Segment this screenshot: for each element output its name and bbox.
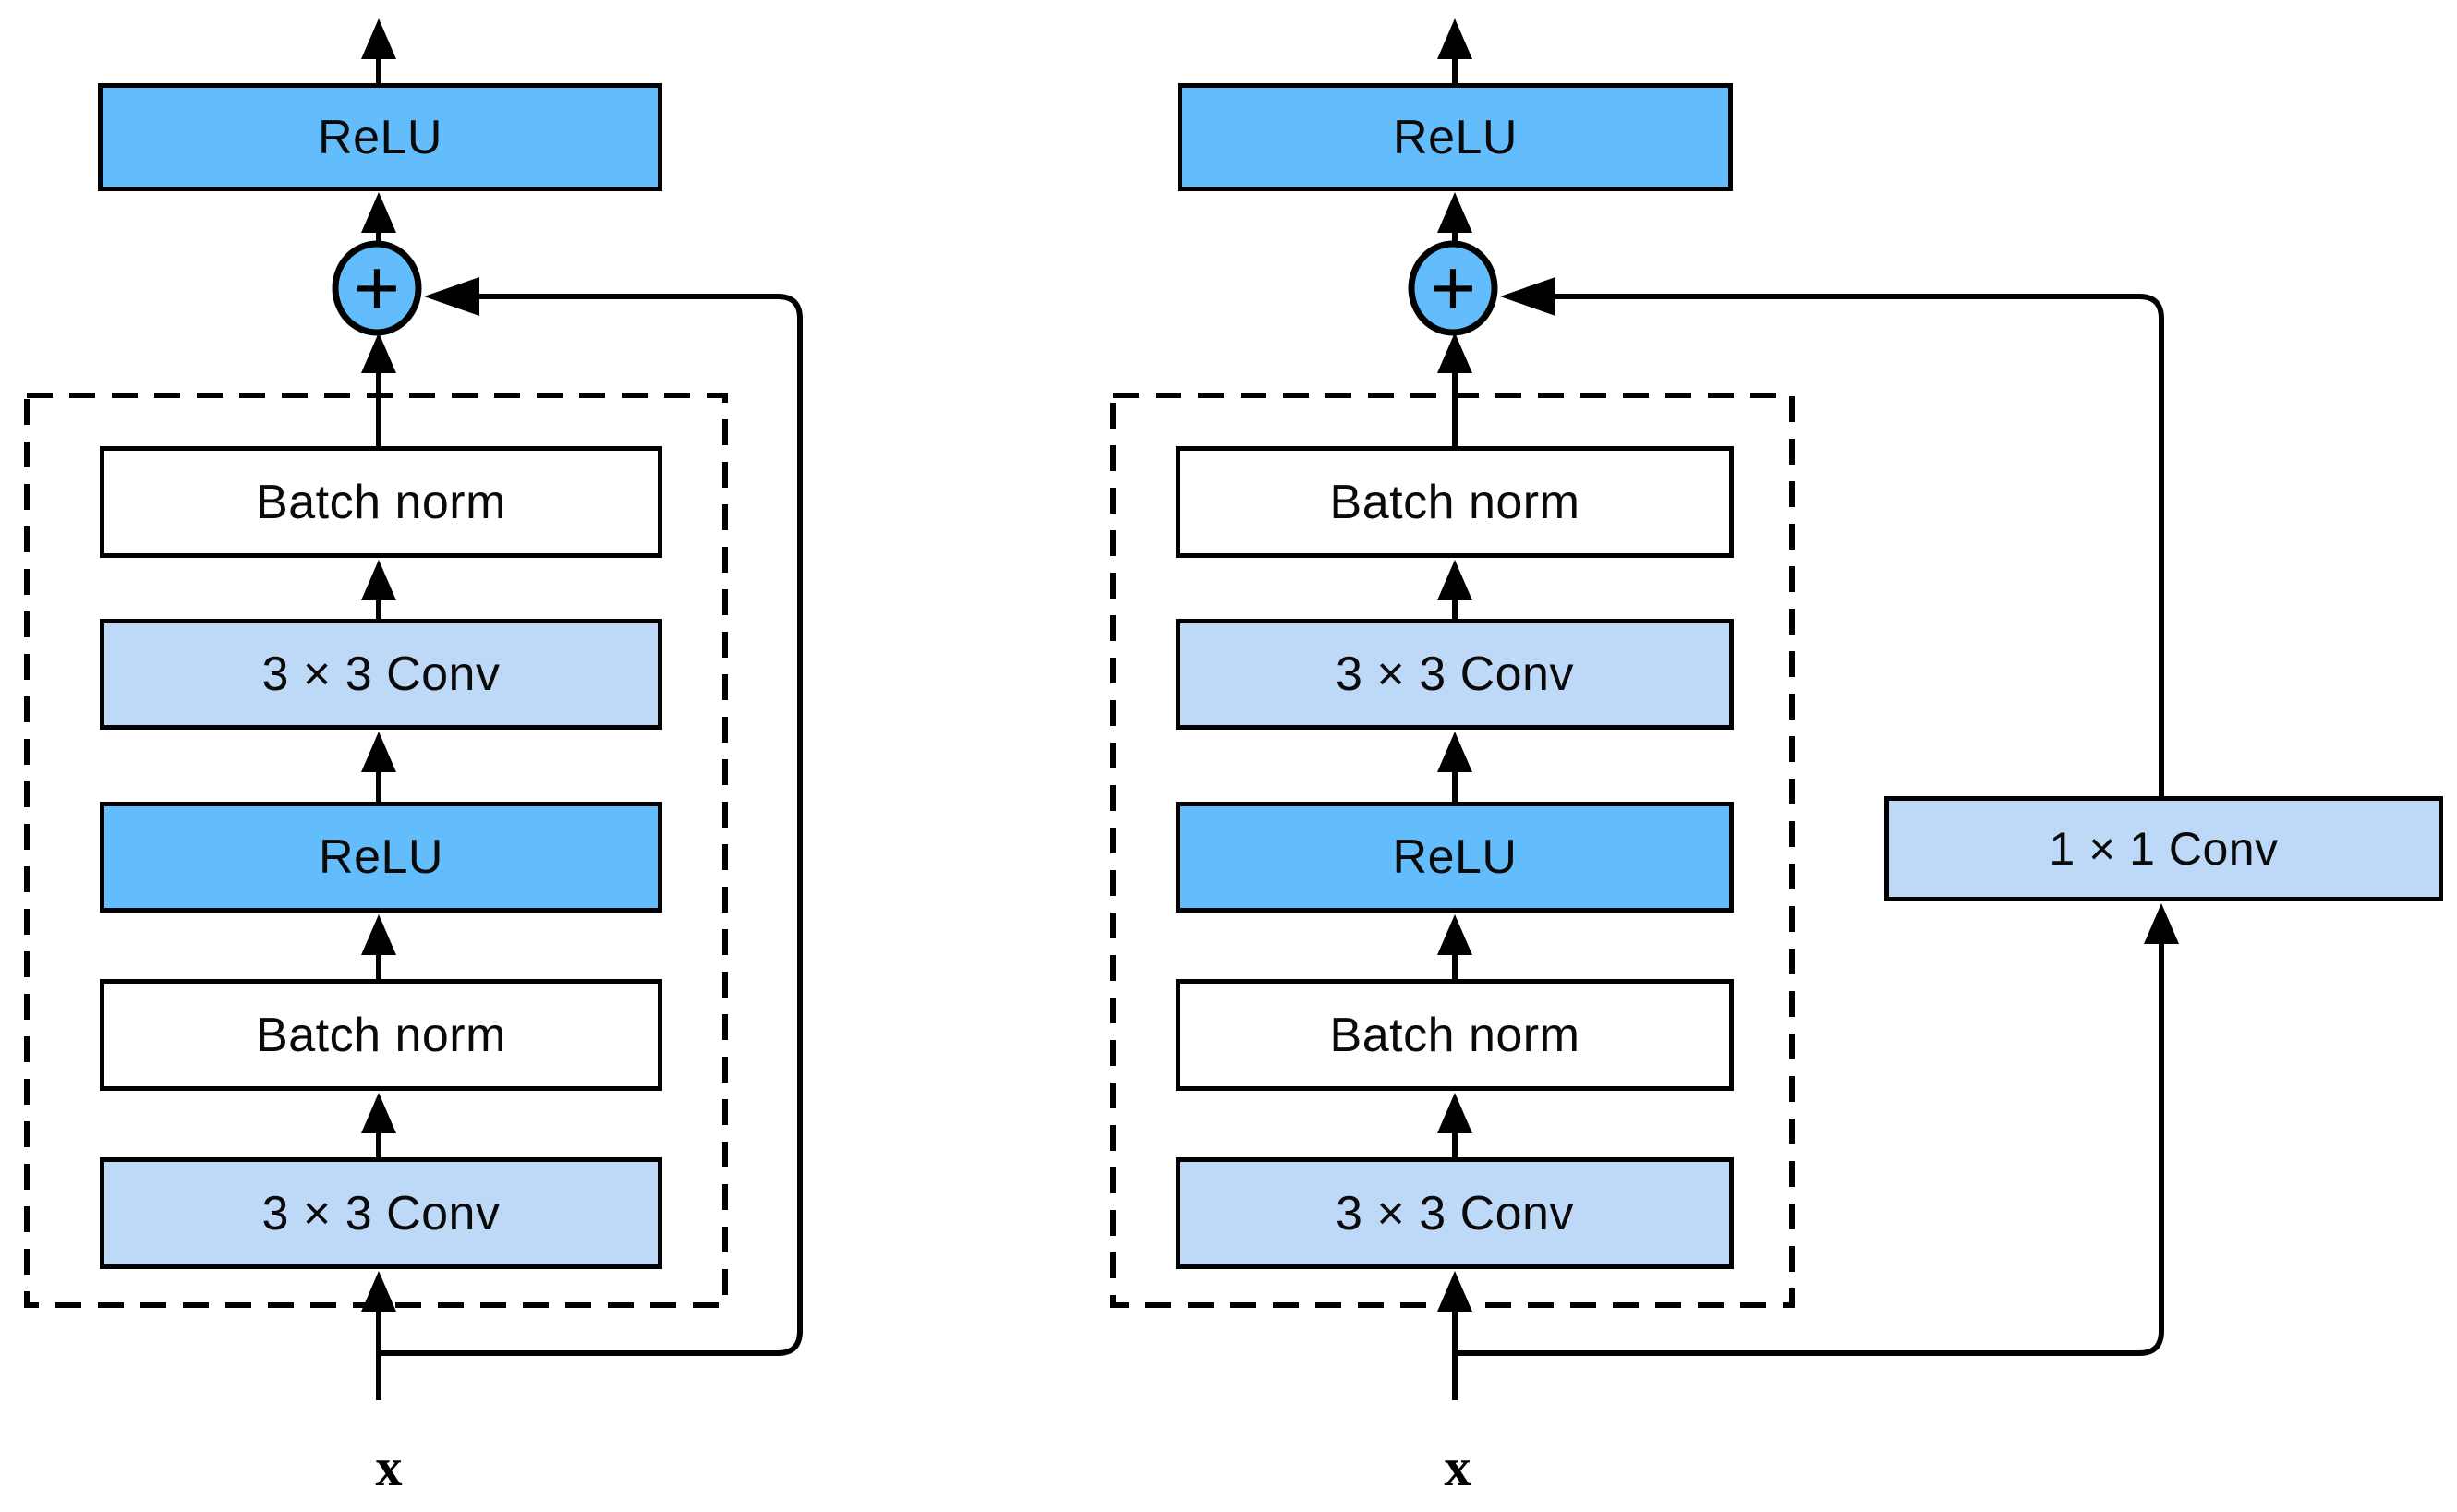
plus-symbol: + xyxy=(1430,244,1476,333)
conv3x3-box: 3 × 3 Conv xyxy=(1176,619,1734,730)
arrowhead-icon xyxy=(424,277,479,316)
relu-output-box: ReLU xyxy=(98,83,662,191)
relu-box: ReLU xyxy=(1176,802,1734,913)
arrowhead-icon xyxy=(361,732,396,772)
arrowhead-icon xyxy=(2144,903,2179,944)
add-node xyxy=(332,240,422,336)
arrowhead-icon xyxy=(1437,18,1472,59)
arrowhead-icon xyxy=(1437,560,1472,600)
arrowhead-icon xyxy=(1437,914,1472,955)
batch-norm-box: Batch norm xyxy=(1176,979,1734,1091)
add-node xyxy=(1408,240,1498,336)
arrowhead-icon xyxy=(1437,1093,1472,1133)
conv3x3-box: 3 × 3 Conv xyxy=(100,1157,662,1269)
arrowhead-icon xyxy=(361,1271,396,1312)
relu-output-box: ReLU xyxy=(1178,83,1733,191)
skip-connection-line xyxy=(379,294,803,1356)
arrowhead-icon xyxy=(361,560,396,600)
conv1x1-box: 1 × 1 Conv xyxy=(1884,796,2443,901)
input-label: x xyxy=(375,1436,403,1497)
arrowhead-icon xyxy=(361,333,396,373)
arrowhead-icon xyxy=(361,192,396,233)
skip-connection-line xyxy=(1555,294,2164,796)
batch-norm-box: Batch norm xyxy=(100,446,662,558)
arrowhead-icon xyxy=(361,18,396,59)
arrowhead-icon xyxy=(1500,277,1555,316)
batch-norm-box: Batch norm xyxy=(100,979,662,1091)
relu-box: ReLU xyxy=(100,802,662,913)
batch-norm-box: Batch norm xyxy=(1176,446,1734,558)
skip-connection-line xyxy=(1455,944,2164,1356)
arrowhead-icon xyxy=(1437,333,1472,373)
right-block-arrowheads xyxy=(1437,18,2179,1312)
arrowhead-icon xyxy=(1437,732,1472,772)
arrowhead-icon xyxy=(361,914,396,955)
arrowhead-icon xyxy=(1437,1271,1472,1312)
arrowhead-icon xyxy=(361,1093,396,1133)
conv3x3-box: 3 × 3 Conv xyxy=(100,619,662,730)
left-block-arrowheads xyxy=(361,18,479,1312)
input-label: x xyxy=(1444,1436,1471,1497)
conv3x3-box: 3 × 3 Conv xyxy=(1176,1157,1734,1269)
plus-symbol: + xyxy=(354,244,400,333)
arrowhead-icon xyxy=(1437,192,1472,233)
